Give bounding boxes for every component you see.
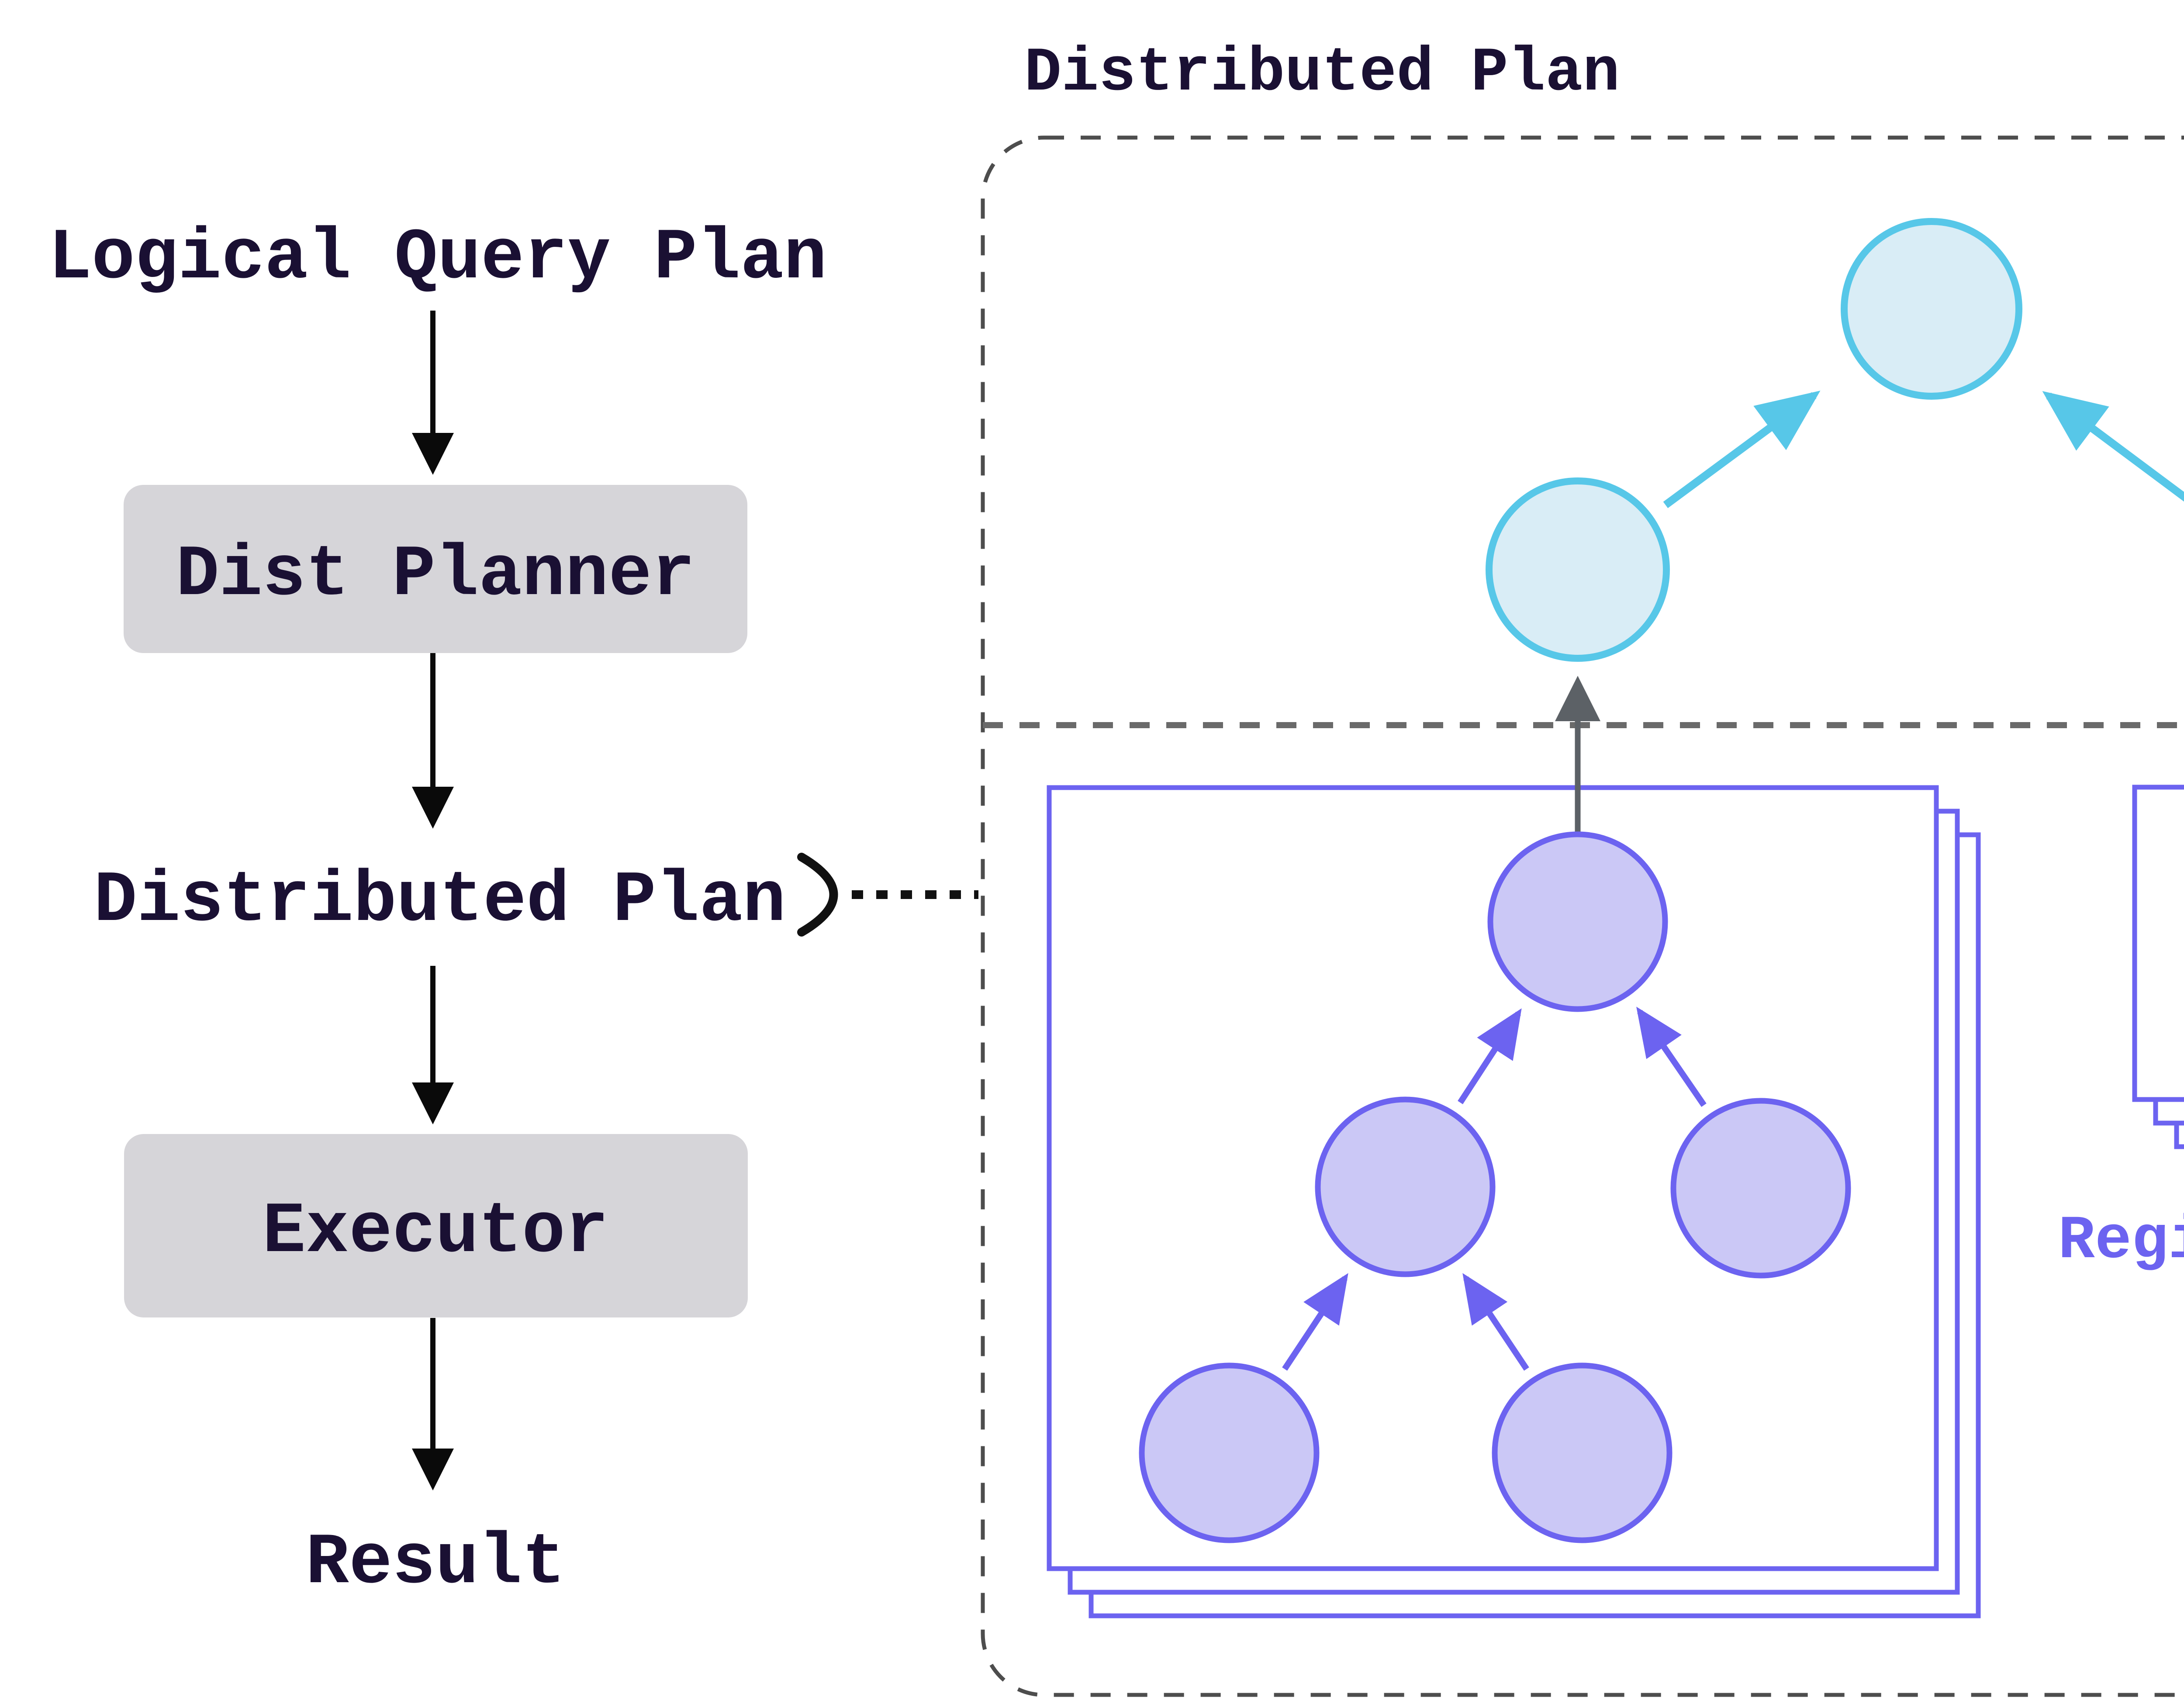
executor-box	[124, 1134, 748, 1317]
dist-planner-label: Dist Planner	[176, 534, 695, 616]
frontend-left-to-root-arrow	[1663, 391, 1821, 508]
plan-node-root	[1487, 831, 1668, 1012]
plan-node-leaf-right	[1492, 1362, 1673, 1543]
result-label: Result	[306, 1522, 565, 1604]
plan-node-mid-right	[1670, 1098, 1851, 1279]
mid-left-to-root-arrow	[1458, 1008, 1522, 1104]
mid-right-to-root-arrow	[1636, 1006, 1707, 1107]
frontend-node-root	[1841, 218, 2022, 400]
frontend-right-to-root-arrow	[2042, 391, 2184, 502]
leaf-right-to-mid-arrow	[1462, 1273, 1529, 1371]
frontend-node-left	[1486, 477, 1670, 662]
left-region-plan-tree	[1139, 831, 1851, 1543]
right-region-stack	[2132, 785, 2184, 1149]
right-region-box-front	[2132, 785, 2184, 1102]
plan-node-leaf-left	[1139, 1362, 1320, 1543]
leaf-left-to-mid-arrow	[1282, 1273, 1348, 1371]
logical-query-plan-label: Logical Query Plan	[48, 218, 827, 299]
distributed-plan-output-label: Distributed Plan	[94, 860, 786, 942]
frontend-merge-tree	[1486, 218, 2184, 662]
regions-label: Regions	[2058, 1207, 2184, 1276]
distributed-plan-box-title: Distributed Plan	[1024, 38, 1620, 108]
plan-node-mid-left	[1315, 1096, 1496, 1277]
executor-label: Executor	[263, 1191, 608, 1273]
bracket-paren	[797, 853, 838, 937]
dist-planner-box	[124, 485, 747, 653]
distributed-plan-dashed-box	[981, 135, 2184, 1697]
